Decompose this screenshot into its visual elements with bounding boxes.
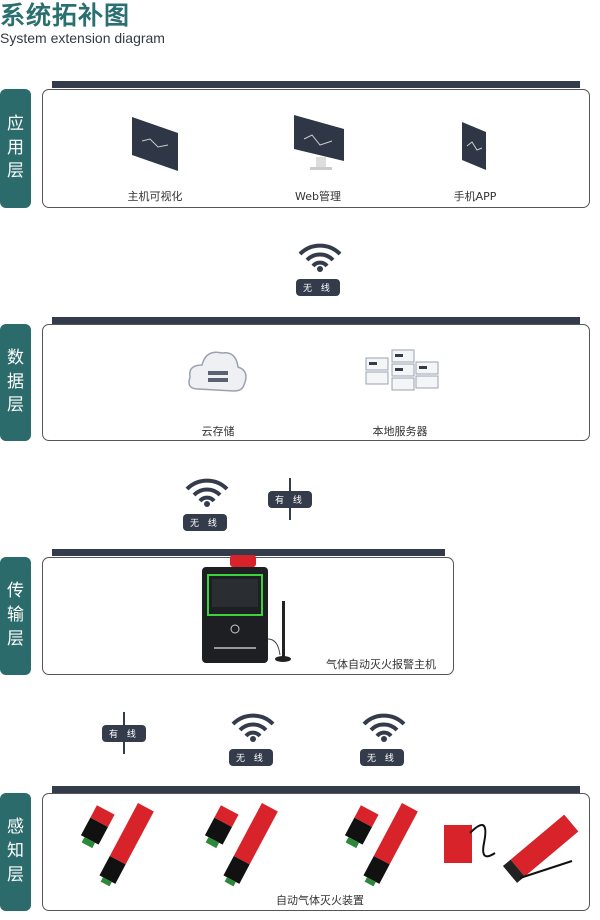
local-server-label: 本地服务器 (372, 425, 428, 438)
layer-bar (52, 317, 580, 324)
wireless-tag: 无 线 (183, 514, 227, 531)
wired-connection: 有 线 (102, 712, 146, 754)
web-monitor-icon (294, 115, 344, 170)
label-char: 用 (7, 137, 24, 158)
extinguisher-device-icon (344, 803, 418, 887)
local-server-icon (365, 349, 439, 391)
data-layer-box (42, 324, 590, 441)
wired-tag: 有 线 (268, 491, 312, 508)
wireless-tag: 无 线 (229, 749, 273, 766)
page-title: 系统拓补图 (0, 1, 131, 30)
sensing-layer-label: 感知层 (0, 793, 31, 911)
extinguisher-kit-icon (444, 814, 579, 883)
host-monitor-icon (132, 117, 178, 171)
wifi-icon (362, 713, 406, 742)
wireless-connection: 无 线 (296, 240, 344, 296)
alarm-host-label: 气体自动灭火报警主机 (326, 658, 436, 671)
wireless-connection: 无 线 (229, 710, 277, 766)
label-char: 输 (7, 605, 24, 626)
label-char: 传 (7, 581, 24, 602)
label-char: 知 (7, 841, 24, 862)
label-char: 层 (7, 628, 24, 649)
alarm-host-device-icon (202, 555, 291, 663)
label-char: 感 (7, 817, 24, 838)
label-char: 层 (7, 864, 24, 885)
wifi-icon (298, 243, 342, 272)
cloud-storage-label: 云存储 (201, 425, 235, 438)
label-char: 层 (7, 161, 24, 182)
mobile-phone-icon (462, 122, 486, 170)
label-char: 层 (7, 395, 24, 416)
extinguisher-device-label: 自动气体灭火装置 (276, 894, 364, 907)
wireless-connection: 无 线 (360, 710, 408, 766)
label-char: 数 (7, 347, 24, 368)
extinguisher-device-icon (204, 803, 278, 887)
host-visualization-label: 主机可视化 (127, 190, 183, 203)
transport-layer-label: 传输层 (0, 557, 31, 675)
wifi-icon (185, 478, 229, 507)
wifi-icon (231, 713, 275, 742)
wireless-tag: 无 线 (296, 279, 340, 296)
wireless-tag: 无 线 (360, 749, 404, 766)
wired-connection: 有 线 (268, 478, 312, 520)
extinguisher-device-icon (80, 803, 154, 887)
wireless-connection: 无 线 (183, 475, 231, 531)
mobile-app-label: 手机APP (453, 190, 497, 203)
label-char: 据 (7, 371, 24, 392)
wired-tag: 有 线 (102, 725, 146, 742)
layer-bar (52, 81, 580, 88)
data-layer-label: 数据层 (0, 324, 31, 441)
layer-bar (52, 549, 445, 556)
application-layer-label: 应用层 (0, 89, 31, 208)
page-subtitle: System extension diagram (0, 30, 165, 46)
label-char: 应 (7, 113, 24, 134)
web-management-label: Web管理 (295, 190, 341, 203)
layer-bar (52, 786, 580, 793)
cloud-storage-icon (188, 351, 247, 392)
